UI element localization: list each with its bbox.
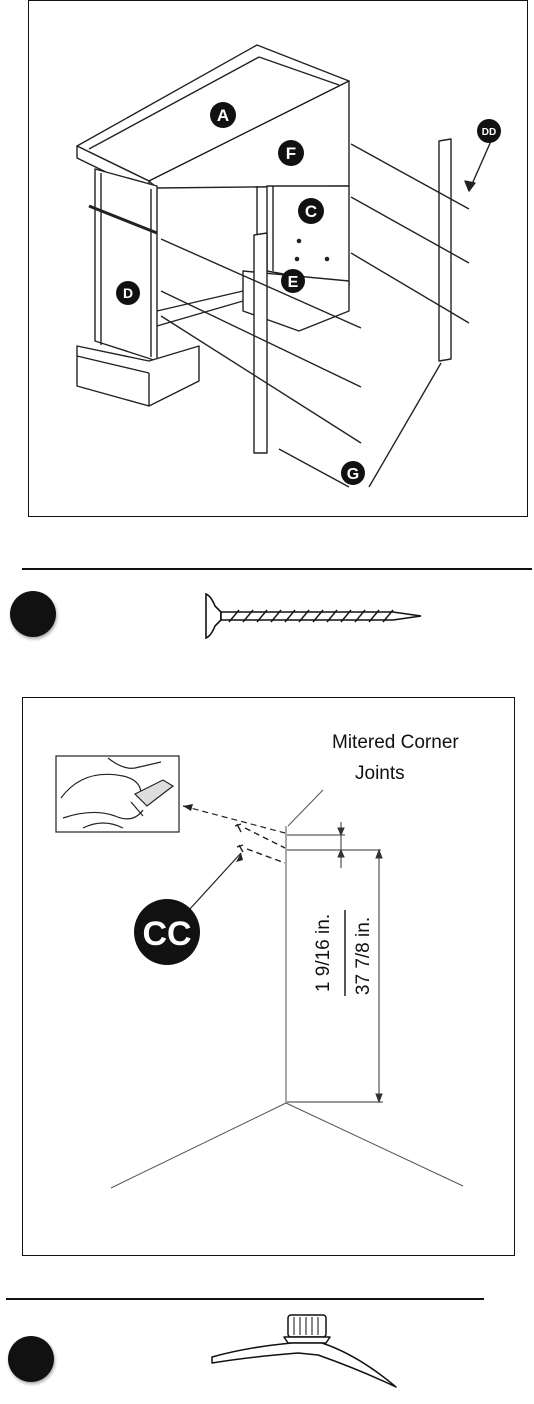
section-divider-1 <box>22 568 532 570</box>
dimension-small-label: 1 9/16 in. <box>313 914 334 992</box>
svg-text:A: A <box>217 106 229 125</box>
assembly-figure-frame: A F C D E DD G <box>28 0 528 517</box>
left-leg-part-d <box>94 168 158 362</box>
label-dd-badge: DD <box>477 119 501 143</box>
label-e-badge: E <box>281 269 305 293</box>
step-bullet-1 <box>10 591 56 637</box>
label-f-badge: F <box>278 140 304 166</box>
trim-strip-part-g-front <box>253 232 268 454</box>
svg-text:DD: DD <box>482 127 496 138</box>
base-part-e <box>242 270 350 332</box>
section-divider-2 <box>6 1298 484 1300</box>
corner-diagram: Mitered Corner Joints 1 9/16 in. 37 7/8 … <box>55 732 464 1189</box>
svg-text:G: G <box>347 466 359 483</box>
svg-text:C: C <box>305 202 317 221</box>
step-bullet-2 <box>8 1336 54 1382</box>
svg-text:E: E <box>288 274 299 291</box>
svg-text:CC: CC <box>142 915 191 953</box>
hand-inset-illustration <box>60 757 175 829</box>
assembly-diagram: A F C D E DD G <box>76 44 501 488</box>
label-a-badge: A <box>210 102 236 128</box>
label-g-badge: G <box>341 461 365 485</box>
screw-icon <box>205 592 422 640</box>
corner-figure-frame: Mitered Corner Joints 1 9/16 in. 37 7/8 … <box>22 697 515 1256</box>
svg-text:D: D <box>123 285 133 301</box>
joints-label: Joints <box>355 763 405 784</box>
svg-text:F: F <box>286 144 296 163</box>
label-cc-badge: CC <box>134 899 200 965</box>
label-c-badge: C <box>298 198 324 224</box>
label-d-badge: D <box>116 281 140 305</box>
mitered-corner-label: Mitered Corner <box>332 732 459 753</box>
dimension-large-label: 37 7/8 in. <box>353 917 374 995</box>
drywall-anchor-icon <box>211 1314 397 1388</box>
